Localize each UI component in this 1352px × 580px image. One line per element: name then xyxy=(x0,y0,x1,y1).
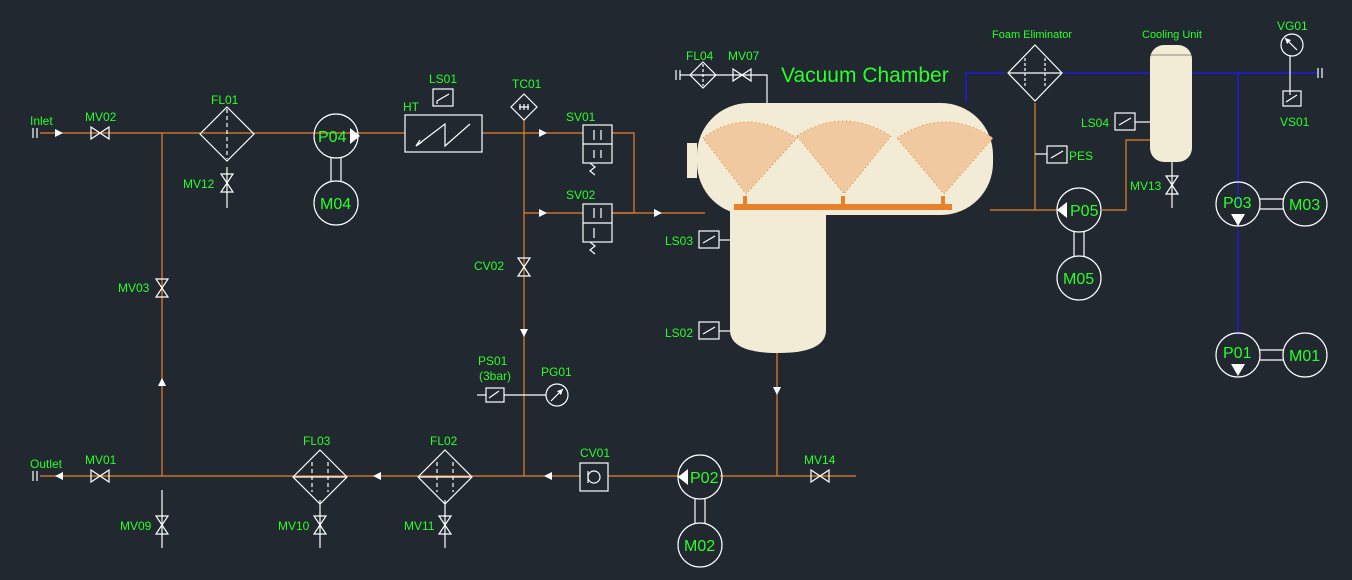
temperature-controller-tc01: TC01 xyxy=(510,77,542,121)
p05-label: P05 xyxy=(1070,203,1099,220)
spray-nozzle-icon xyxy=(896,121,994,195)
valve-mv12[interactable]: MV12 xyxy=(183,173,235,193)
m01-label: M01 xyxy=(1289,348,1320,365)
pump-p05: P05 xyxy=(1056,187,1102,233)
motor-m04: M04 xyxy=(313,158,359,226)
level-switch-ls02: LS02 xyxy=(665,321,730,340)
foam-eliminator: Foam Eliminator xyxy=(992,29,1072,102)
filter-fl01: FL01 xyxy=(199,93,255,162)
outlet-label: Outlet xyxy=(30,457,63,471)
motor-m03: M03 xyxy=(1260,181,1328,227)
ht-label: HT xyxy=(403,100,420,114)
p02-label: P02 xyxy=(690,470,719,487)
valve-mv09[interactable]: MV09 xyxy=(120,515,170,535)
m03-label: M03 xyxy=(1289,197,1320,214)
vacuum-chamber: Vacuum Chamber xyxy=(687,64,994,353)
mv07-label: MV07 xyxy=(728,49,760,63)
p01-label: P01 xyxy=(1223,345,1252,362)
solenoid-valve-sv01[interactable]: SV01 xyxy=(566,110,613,176)
valve-cv02[interactable]: CV02 xyxy=(474,257,532,277)
mv09-label: MV09 xyxy=(120,519,152,533)
mv12-label: MV12 xyxy=(183,177,215,191)
pump-p03: P03 xyxy=(1215,181,1261,227)
check-valve-cv01[interactable]: CV01 xyxy=(579,446,610,492)
valve-mv10[interactable]: MV10 xyxy=(278,515,328,535)
motor-m05: M05 xyxy=(1056,232,1102,301)
ps01-label: PS01 xyxy=(478,354,508,368)
vg01-label: VG01 xyxy=(1277,19,1308,33)
mv10-label: MV10 xyxy=(278,519,310,533)
tc01-label: TC01 xyxy=(512,77,542,91)
p04-label: P04 xyxy=(318,129,347,146)
pump-p02: P02 xyxy=(677,454,723,500)
m04-label: M04 xyxy=(320,196,351,213)
ls01-label: LS01 xyxy=(429,72,457,86)
filter-fl04: FL04 xyxy=(675,49,717,89)
fl04-label: FL04 xyxy=(686,49,714,63)
fl03-label: FL03 xyxy=(303,434,331,448)
vacuum-switch-vs01: VS01 xyxy=(1280,90,1310,129)
cv02-label: CV02 xyxy=(474,259,504,273)
valve-mv14[interactable]: MV14 xyxy=(804,453,836,484)
fl01-label: FL01 xyxy=(211,93,239,107)
motor-m02: M02 xyxy=(677,499,723,568)
level-switch-ls04: LS04 xyxy=(1081,112,1150,131)
mv01-label: MV01 xyxy=(85,453,117,467)
motor-m01: M01 xyxy=(1260,332,1328,378)
filter-fl02: FL02 xyxy=(417,434,473,505)
filter-fl03: FL03 xyxy=(292,434,348,505)
heater-ht: HT xyxy=(403,100,483,153)
valve-mv02[interactable]: MV02 xyxy=(85,110,117,141)
spray-nozzle-icon xyxy=(702,121,798,195)
pump-p04: P04 xyxy=(313,113,360,159)
cooling-unit-label: Cooling Unit xyxy=(1142,29,1202,41)
valve-mv13[interactable]: MV13 xyxy=(1130,175,1180,195)
valve-mv07[interactable]: MV07 xyxy=(728,49,760,83)
outlet-terminal: Outlet xyxy=(30,457,63,481)
vs01-label: VS01 xyxy=(1280,115,1310,129)
vacuum-chamber-label: Vacuum Chamber xyxy=(781,64,949,87)
pressure-gauge-pg01: PG01 xyxy=(524,365,572,407)
ls03-label: LS03 xyxy=(665,234,693,248)
cooling-unit: Cooling Unit xyxy=(1142,29,1202,162)
pump-p01: P01 xyxy=(1215,332,1261,378)
level-switch-ls03: LS03 xyxy=(665,230,730,249)
vacuum-gauge-vg01: VG01 xyxy=(1277,19,1308,57)
sv01-label: SV01 xyxy=(566,110,596,124)
mv13-label: MV13 xyxy=(1130,179,1162,193)
pg01-label: PG01 xyxy=(541,365,572,379)
ps01-sub-label: (3bar) xyxy=(479,369,511,383)
fl02-label: FL02 xyxy=(430,434,458,448)
m05-label: M05 xyxy=(1063,271,1094,288)
sv02-label: SV02 xyxy=(566,188,596,202)
inlet-label: Inlet xyxy=(30,114,53,128)
solenoid-valve-sv02[interactable]: SV02 xyxy=(566,188,613,255)
ls02-label: LS02 xyxy=(665,326,693,340)
inlet-terminal: Inlet xyxy=(30,114,63,138)
ls04-label: LS04 xyxy=(1081,116,1109,130)
valve-mv01[interactable]: MV01 xyxy=(85,453,117,484)
m02-label: M02 xyxy=(684,538,715,555)
mv14-label: MV14 xyxy=(804,453,836,467)
mv02-label: MV02 xyxy=(85,110,117,124)
vacuum-lines xyxy=(965,55,1323,335)
pes-label: PES xyxy=(1069,149,1093,163)
foam-eliminator-label: Foam Eliminator xyxy=(992,29,1072,41)
valve-mv03[interactable]: MV03 xyxy=(118,278,170,298)
mv11-label: MV11 xyxy=(404,519,435,533)
level-switch-ls01: LS01 xyxy=(429,72,457,107)
valve-mv11[interactable]: MV11 xyxy=(404,515,453,535)
p03-label: P03 xyxy=(1223,195,1252,212)
pipe-network xyxy=(40,74,1173,548)
flow-arrows xyxy=(158,129,781,480)
pressure-switch-pes: PES xyxy=(1035,145,1093,164)
mv03-label: MV03 xyxy=(118,281,150,295)
spray-nozzle-icon xyxy=(796,120,892,195)
cv01-label: CV01 xyxy=(580,446,610,460)
pressure-switch-ps01: PS01 (3bar) xyxy=(477,354,524,403)
